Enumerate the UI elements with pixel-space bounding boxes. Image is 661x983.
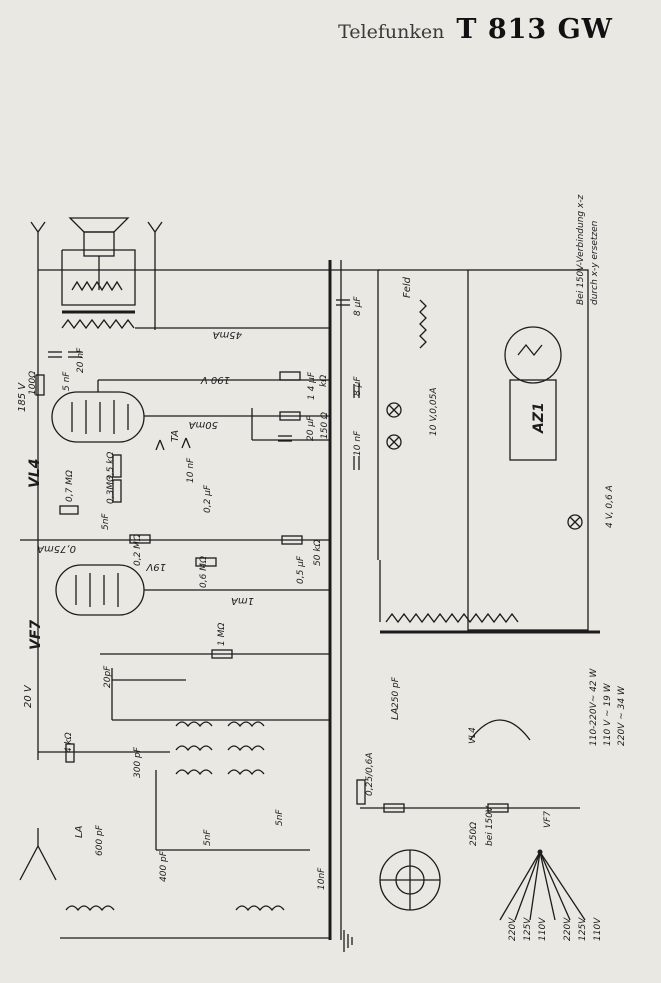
ground-icon xyxy=(343,930,353,952)
label-03m: 0,3MΩ xyxy=(106,475,116,504)
tube-vf7 xyxy=(55,564,145,616)
label-06m: 0,6 MΩ xyxy=(199,556,209,588)
pilot-lamp-2 xyxy=(567,514,583,530)
label-1m: 1 MΩ xyxy=(217,623,227,646)
resistor-07m xyxy=(59,505,79,515)
resistor-03m xyxy=(112,479,122,503)
pilot-lamp-1 xyxy=(386,402,402,450)
label-c20uf: 20 μF xyxy=(306,415,316,441)
tap-110v: 110V xyxy=(538,917,548,941)
voltage-19: 19V xyxy=(145,561,166,572)
label-250pf: 250 pF xyxy=(391,676,401,708)
label-feld: Feld xyxy=(402,276,413,298)
tap-b-110v: 110V xyxy=(593,917,603,941)
resistor-50k xyxy=(281,535,303,545)
label-w2: 110 V ~ 19 W xyxy=(603,682,613,746)
label-8uf-mid: 8 μF xyxy=(353,376,363,396)
label-02uf: 0,2 μF xyxy=(203,484,213,513)
label-w3: 220V ~ 34 W xyxy=(617,685,627,746)
current-50ma: 50mA xyxy=(189,419,218,430)
antenna-left-icon xyxy=(30,221,46,250)
voltage-20: 20 V xyxy=(23,684,34,708)
label-07m: 0,7 MΩ xyxy=(65,470,75,502)
label-10nf-ta: 10 nF xyxy=(186,457,196,483)
label-vf7: VF7 xyxy=(28,620,44,650)
label-05uf: 0,5 μF xyxy=(296,555,306,584)
label-c4uf: 1 4 μF xyxy=(307,371,317,400)
label-400pf: 400 pF xyxy=(159,850,169,882)
resistor-190 xyxy=(279,371,301,381)
label-la-2: LA xyxy=(390,707,401,720)
tube-vl4-pinout xyxy=(469,719,531,741)
label-vl4-pinout: VL4 xyxy=(468,727,478,744)
voltage-selector-fan xyxy=(499,849,586,921)
voltage-185: 185 V xyxy=(17,382,28,412)
current-075ma: 0,75mA xyxy=(37,543,76,554)
label-150ohm: 150 Ω xyxy=(320,412,330,439)
label-8uf-top: 8 μF xyxy=(353,296,363,316)
resistor-02m xyxy=(129,534,151,544)
fuse xyxy=(356,779,366,805)
label-lamp-10v: 10 V,0,05A xyxy=(429,388,439,437)
rectifier-bulb xyxy=(504,326,562,384)
output-transformer xyxy=(61,249,136,330)
tap-b-220v: 220V xyxy=(563,917,573,941)
label-fuse: 0,25/0,6A xyxy=(365,752,375,796)
label-w1: 110-220V~ 42 W xyxy=(589,668,599,746)
model-number: T 813 GW xyxy=(456,14,613,45)
label-100ohm: 100Ω xyxy=(28,371,38,395)
label-600pf: 600 pF xyxy=(95,824,105,856)
tap-125v: 125V xyxy=(523,917,533,941)
tap-b-125v: 125V xyxy=(578,917,588,941)
label-5nf-d: 5nF xyxy=(203,829,213,846)
label-ta: TA xyxy=(170,430,181,442)
label-la-1: LA xyxy=(74,825,85,838)
note-150v-1: Bei 150V-Verbindung x-z xyxy=(576,194,586,305)
label-20nf: 20 nF xyxy=(76,347,86,373)
resistor-150 xyxy=(279,411,301,421)
label-02m: 0,2 MΩ xyxy=(133,534,143,566)
tube-az1 xyxy=(509,379,557,461)
label-250ohm: 250Ω xyxy=(469,822,479,846)
rectifier-frame xyxy=(467,269,589,631)
label-5nf-c: 5nF xyxy=(275,809,285,826)
note-150v-2: durch x-y ersetzen xyxy=(590,220,600,305)
resistor-35k xyxy=(112,454,122,478)
label-10nf-mid: 10 nF xyxy=(353,430,363,456)
label-5nf: 5 nF xyxy=(62,371,72,391)
antenna-right-icon xyxy=(147,221,163,250)
wave-switch-rosette xyxy=(379,849,441,911)
label-bei150v: bei 150V xyxy=(485,805,495,846)
label-20pf: 20pF xyxy=(103,665,113,688)
label-vf7-pinout: VF7 xyxy=(543,811,553,828)
label-4k: 4 kΩ xyxy=(64,732,74,753)
label-50k: 50 kΩ xyxy=(313,539,323,566)
tap-220v: 220V xyxy=(508,917,518,941)
antenna-input-icon xyxy=(19,828,57,881)
label-10nf-c: 10nF xyxy=(317,867,327,890)
cap-5nf-20nf xyxy=(48,351,82,358)
title-block: Telefunken T 813 GW xyxy=(338,14,613,45)
tube-vl4 xyxy=(51,391,145,443)
label-5nf-b: 5nF xyxy=(101,513,111,530)
label-lamp-4v: 4 V, 0,6 A xyxy=(605,485,615,528)
label-35k: 3,5 kΩ xyxy=(106,452,116,481)
label-vl4: VL4 xyxy=(27,459,43,489)
label-300pf: 300 pF xyxy=(133,746,143,778)
current-1ma: 1mA xyxy=(231,595,254,606)
brand-name: Telefunken xyxy=(338,21,445,43)
resistor-06m xyxy=(195,557,217,567)
label-1k: kΩ xyxy=(319,375,329,387)
resistor-4k xyxy=(65,743,75,763)
label-az1: AZ1 xyxy=(531,402,547,434)
current-45ma: 45mA xyxy=(213,329,242,340)
